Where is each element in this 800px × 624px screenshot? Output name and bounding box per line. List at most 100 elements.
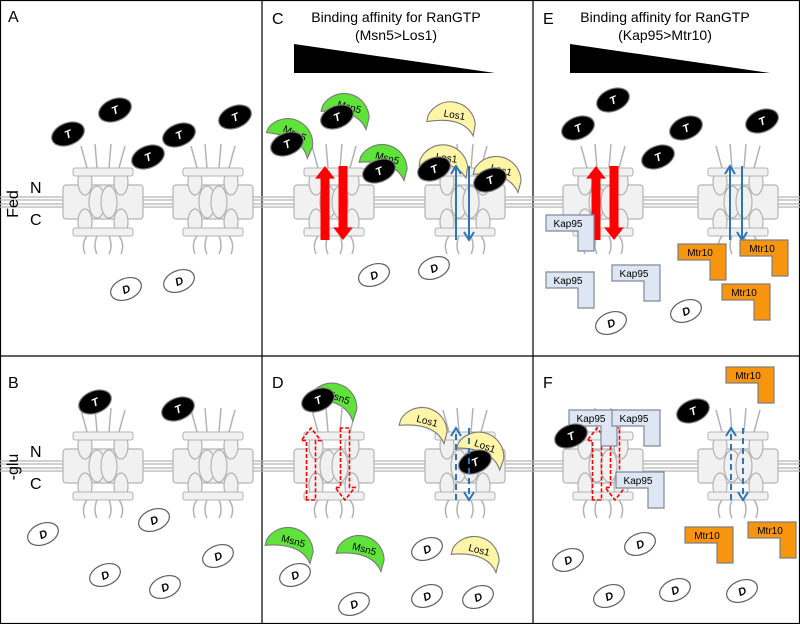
trna-shape	[745, 108, 779, 134]
deacyl-label: D	[421, 590, 433, 604]
deacyl-label: D	[680, 305, 692, 319]
trna-shape	[270, 131, 304, 157]
kap95-icon-label: Kap95	[624, 476, 653, 487]
deacyl-label: D	[368, 269, 380, 283]
nuclear-pore-icon	[172, 407, 254, 519]
trna-icon: T	[745, 108, 779, 134]
deacyl-label: D	[173, 275, 185, 289]
los1-icon: Los1	[450, 535, 500, 575]
trna-label: T	[681, 122, 693, 136]
deacyl-label: D	[348, 598, 360, 612]
trna-icon: T	[362, 158, 396, 184]
trna-icon: T	[320, 104, 354, 130]
trna-shape	[362, 158, 396, 184]
trna-shape	[320, 104, 354, 130]
transport-arrow-icon	[603, 427, 627, 502]
msn5-icon: Msn5	[264, 526, 314, 566]
trna-shape	[218, 104, 252, 130]
deacyl-shape	[89, 562, 121, 588]
trna-shape	[131, 144, 165, 170]
los1-icon-shape	[426, 101, 476, 138]
transport-arrow-icon	[585, 426, 609, 501]
trna-icon: T	[669, 115, 703, 141]
deacyl-shape	[279, 562, 311, 588]
mtr10-icon-label: Mtr10	[687, 248, 713, 259]
trna-shape	[301, 387, 335, 413]
los1-icon: Los1	[398, 406, 448, 446]
trna-label: T	[332, 111, 344, 125]
trna-icon: T	[131, 144, 165, 170]
msn5-icon-shape	[335, 534, 385, 574]
trna-label: T	[608, 94, 620, 108]
trna-icon: T	[51, 121, 85, 147]
trna-shape	[417, 156, 451, 182]
deacyl-trna-icon: D	[624, 531, 656, 557]
trna-icon: T	[161, 396, 195, 422]
panel-label-b: B	[8, 375, 19, 392]
panel-label-a: A	[8, 9, 19, 26]
trna-shape	[473, 167, 507, 193]
trna-label: T	[90, 396, 102, 410]
arrow-head-icon	[724, 164, 736, 175]
deacyl-trna-icon: D	[726, 578, 758, 604]
kap95-icon-label: Kap95	[554, 219, 583, 230]
deacyl-trna-icon: D	[411, 536, 443, 562]
deacyl-trna-icon: D	[338, 591, 370, 617]
panel-label-e: E	[543, 11, 554, 28]
deacyl-shape	[202, 543, 234, 569]
deacyl-label: D	[37, 528, 49, 542]
deacyl-label: D	[736, 585, 748, 599]
deacyl-label: D	[120, 283, 132, 297]
deacyl-label: D	[669, 584, 681, 598]
deacyl-shape	[163, 268, 195, 294]
deacyl-trna-icon: D	[411, 583, 443, 609]
deacyl-shape	[411, 583, 443, 609]
trna-label: T	[485, 174, 497, 188]
msn5-icon-shape	[264, 526, 314, 566]
trna-shape	[161, 396, 195, 422]
arrow-head-icon	[450, 164, 462, 175]
trna-shape	[162, 122, 196, 148]
arrow-head-icon	[463, 231, 475, 242]
deacyl-trna-icon: D	[89, 562, 121, 588]
glu-label: -glu	[5, 454, 22, 481]
deacyl-trna-icon: D	[149, 574, 181, 600]
trna-label: T	[282, 138, 294, 152]
trna-shape	[51, 121, 85, 147]
deacyl-label: D	[289, 569, 301, 583]
deacyl-trna-icon: D	[279, 562, 311, 588]
deacyl-shape	[110, 276, 142, 302]
trna-label: T	[110, 104, 122, 118]
deacyl-trna-icon: D	[110, 276, 142, 302]
arrow-head-icon	[737, 491, 749, 502]
kap95-icon-label: Kap95	[577, 414, 606, 425]
transport-arrow-icon	[604, 166, 624, 240]
deacyl-label: D	[428, 262, 440, 276]
panel-label-c: C	[272, 11, 284, 28]
deacyl-shape	[462, 584, 494, 610]
trna-shape	[596, 87, 630, 113]
mtr10-icon-label: Mtr10	[731, 288, 757, 299]
trna-label: T	[230, 111, 242, 125]
c-label: C	[30, 212, 42, 229]
nuclear-pore-icon	[697, 407, 779, 519]
trna-icon: T	[78, 389, 112, 415]
deacyl-shape	[27, 521, 59, 547]
trna-shape	[561, 115, 595, 141]
deacyl-label: D	[472, 591, 484, 605]
title-c-line2: (Msn5>Los1)	[355, 27, 437, 43]
deacyl-trna-icon: D	[593, 583, 625, 609]
deacyl-label: D	[562, 554, 574, 568]
trna-shape	[554, 423, 588, 449]
trna-icon: T	[98, 97, 132, 123]
trna-label: T	[757, 115, 769, 129]
trna-label: T	[470, 456, 482, 470]
mtr10-icon-label: Mtr10	[735, 371, 761, 382]
transport-arrow-icon	[315, 166, 335, 240]
trna-label: T	[653, 151, 665, 165]
deacyl-shape	[138, 507, 170, 533]
title-c-line1: Binding affinity for RanGTP	[311, 9, 480, 25]
panel-label-d: D	[272, 375, 284, 392]
trna-icon: T	[218, 104, 252, 130]
